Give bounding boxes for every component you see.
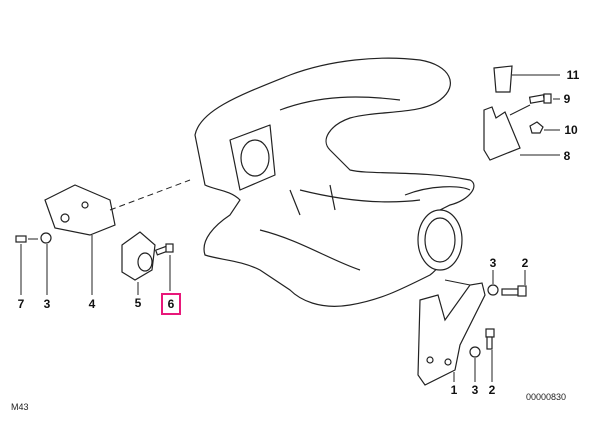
intake-manifold	[194, 57, 475, 307]
part-11-clip	[493, 65, 513, 93]
callout-9[interactable]: 9	[563, 92, 571, 106]
callout-3[interactable]: 3	[43, 297, 51, 311]
callout-1[interactable]: 1	[450, 383, 458, 397]
callout-2[interactable]: 2	[488, 383, 496, 397]
callout-5[interactable]: 5	[134, 296, 142, 310]
part-6-bolt	[154, 243, 174, 256]
part-10-nut	[529, 121, 544, 134]
part-3-washer	[40, 232, 52, 244]
callout-6-highlighted[interactable]: 6	[167, 297, 175, 311]
diagram-number: 00000830	[526, 392, 567, 402]
callout-2[interactable]: 2	[521, 256, 529, 270]
part-1-bracket	[417, 279, 486, 386]
callout-8[interactable]: 8	[563, 149, 571, 163]
part-5-plate	[121, 231, 156, 281]
callout-3[interactable]: 3	[471, 383, 479, 397]
callout-7[interactable]: 7	[17, 297, 25, 311]
part-3-washer-upper	[487, 284, 499, 296]
part-2-bolt-lower	[485, 328, 495, 338]
model-code: M43	[11, 402, 29, 412]
part-8-cover	[483, 106, 521, 161]
callout-11[interactable]: 11	[566, 68, 580, 82]
part-4-bracket	[44, 179, 191, 236]
highlight-box	[161, 293, 181, 315]
callout-3[interactable]: 3	[489, 256, 497, 270]
part-2-bolt-upper	[501, 288, 519, 296]
callout-4[interactable]: 4	[88, 297, 96, 311]
part-7-bolt	[15, 235, 27, 243]
part-9-bolt	[528, 93, 552, 104]
part-3-washer-lower	[469, 346, 481, 358]
callout-10[interactable]: 10	[564, 123, 578, 137]
